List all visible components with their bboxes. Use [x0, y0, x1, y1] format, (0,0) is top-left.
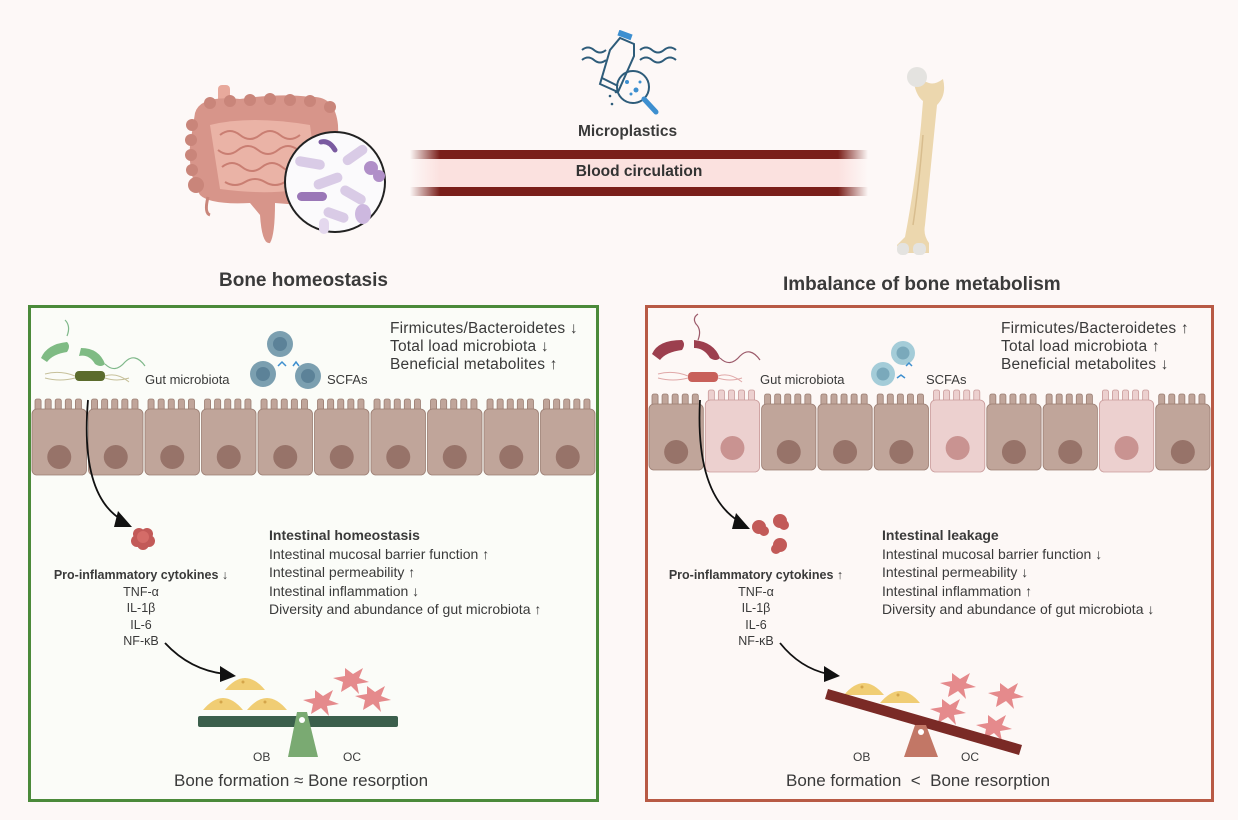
balance-text: Bone formation ≈ Bone resorption [174, 771, 429, 790]
cytokine-tnf: TNF-α [738, 584, 774, 599]
cytokine-il1b: IL-1β [741, 601, 771, 615]
microplastics-bottle-icon [581, 30, 677, 115]
cytokine-nfkb: NF-κB [123, 634, 159, 648]
scfa-label: SCFAs [327, 372, 368, 387]
right-intestinal-info: Intestinal leakage Intestinal mucosal ba… [882, 526, 1154, 619]
info-line-1: Intestinal mucosal barrier function ↓ [882, 545, 1103, 562]
stat-metabolites: Beneficial metabolites ↑ [390, 356, 558, 373]
info-line-4: Diversity and abundance of gut microbiot… [882, 601, 1155, 617]
curved-arrow-icon [85, 399, 132, 527]
epithelial-cell [648, 393, 704, 471]
info-line-2: Intestinal permeability ↑ [269, 564, 416, 580]
ob-label: OB [253, 750, 271, 764]
balance-text: Bone formation < Bone resorption [786, 771, 1051, 790]
leaky-epithelial-cell [1098, 389, 1155, 473]
epithelial-cell [201, 398, 257, 476]
epithelial-cell [1042, 393, 1098, 471]
scfa-label: SCFAs [926, 372, 967, 387]
scfa-cells-icon [871, 341, 915, 386]
oc-label: OC [343, 750, 361, 764]
cytokine-nfkb: NF-κB [738, 634, 774, 648]
right-microbiota-stats: Firmicutes/Bacteroidetes ↑ Total load mi… [1001, 320, 1189, 374]
epithelial-cell [1155, 393, 1211, 471]
info-line-1: Intestinal mucosal barrier function ↑ [269, 545, 490, 562]
epithelial-cell [540, 398, 596, 476]
microbe-circle-icon [284, 131, 386, 234]
epithelial-cell [314, 398, 370, 476]
cytokine-il6: IL-6 [130, 617, 152, 632]
epithelial-cell [88, 398, 144, 476]
cytokine-heading: Pro-inflammatory cytokines ↑ [668, 568, 844, 582]
gut-bacteria-icon [652, 313, 761, 383]
cytokine-il6: IL-6 [745, 617, 767, 632]
bone-balance-seesaw-right [825, 673, 1024, 757]
vessel-fade-left [410, 150, 440, 196]
curved-arrow-icon [779, 642, 840, 682]
gut-microbiota-label: Gut microbiota [760, 372, 845, 387]
left-microbiota-stats: Firmicutes/Bacteroidetes ↓ Total load mi… [390, 320, 578, 374]
epithelial-cell [427, 398, 483, 476]
cytokine-tnf: TNF-α [123, 584, 159, 599]
blood-vessel: Blood circulation [410, 150, 868, 196]
bone-balance-seesaw-left [198, 668, 398, 757]
leaky-epithelial-cell [930, 389, 986, 473]
left-panel-title: Bone homeostasis [219, 270, 388, 291]
vessel-wall-bottom [410, 187, 868, 196]
stat-total-load: Total load microbiota ↓ [390, 338, 549, 355]
intestinal-epithelium-right [648, 389, 1211, 473]
epithelial-cell [257, 398, 313, 476]
leaky-epithelial-cell [704, 389, 760, 473]
gut-microbiota-label: Gut microbiota [145, 372, 230, 387]
cytokine-il1b: IL-1β [126, 601, 156, 615]
right-cytokines-block: Pro-inflammatory cytokines ↑ TNF-α IL-1β… [645, 567, 867, 650]
epithelial-cell [817, 393, 873, 471]
ob-label: OB [853, 750, 871, 764]
info-line-3: Intestinal inflammation ↑ [882, 582, 1033, 599]
vessel-wall-top [410, 150, 868, 159]
info-line-4: Diversity and abundance of gut microbiot… [269, 601, 542, 617]
intestinal-epithelium-left [31, 398, 596, 476]
curved-arrow-icon [164, 642, 236, 682]
blood-circulation-label: Blood circulation [575, 163, 703, 180]
stat-total-load: Total load microbiota ↑ [1001, 338, 1160, 355]
oc-label: OC [961, 750, 979, 764]
cytokine-heading: Pro-inflammatory cytokines ↓ [53, 568, 229, 582]
info-heading: Intestinal leakage [882, 527, 999, 543]
vessel-fade-right [838, 150, 868, 196]
femur-bone-icon [897, 67, 945, 255]
epithelial-cell [483, 398, 539, 476]
stat-firmicutes: Firmicutes/Bacteroidetes ↓ [390, 320, 578, 337]
epithelial-cell [144, 398, 200, 476]
epithelial-cell [31, 398, 87, 476]
cytokine-cluster-icon [131, 528, 155, 550]
info-line-2: Intestinal permeability ↓ [882, 564, 1029, 580]
epithelial-cell [370, 398, 426, 476]
vessel-lumen [410, 159, 868, 187]
stat-firmicutes: Firmicutes/Bacteroidetes ↑ [1001, 320, 1189, 337]
left-cytokines-block: Pro-inflammatory cytokines ↓ TNF-α IL-1β… [30, 567, 252, 650]
cytokine-cluster-icon [752, 514, 789, 554]
microplastics-label: Microplastics [578, 123, 678, 140]
gut-bacteria-icon [41, 319, 146, 383]
info-line-3: Intestinal inflammation ↓ [269, 582, 420, 599]
stat-metabolites: Beneficial metabolites ↓ [1001, 356, 1169, 373]
scfa-cells-icon [250, 331, 321, 389]
epithelial-cell [986, 393, 1042, 471]
curved-arrow-icon [698, 399, 750, 529]
right-panel-title: Imbalance of bone metabolism [783, 274, 1061, 295]
left-intestinal-info: Intestinal homeostasis Intestinal mucosa… [269, 526, 541, 619]
epithelial-cell [873, 393, 929, 471]
epithelial-cell [761, 393, 817, 471]
info-heading: Intestinal homeostasis [269, 527, 420, 543]
